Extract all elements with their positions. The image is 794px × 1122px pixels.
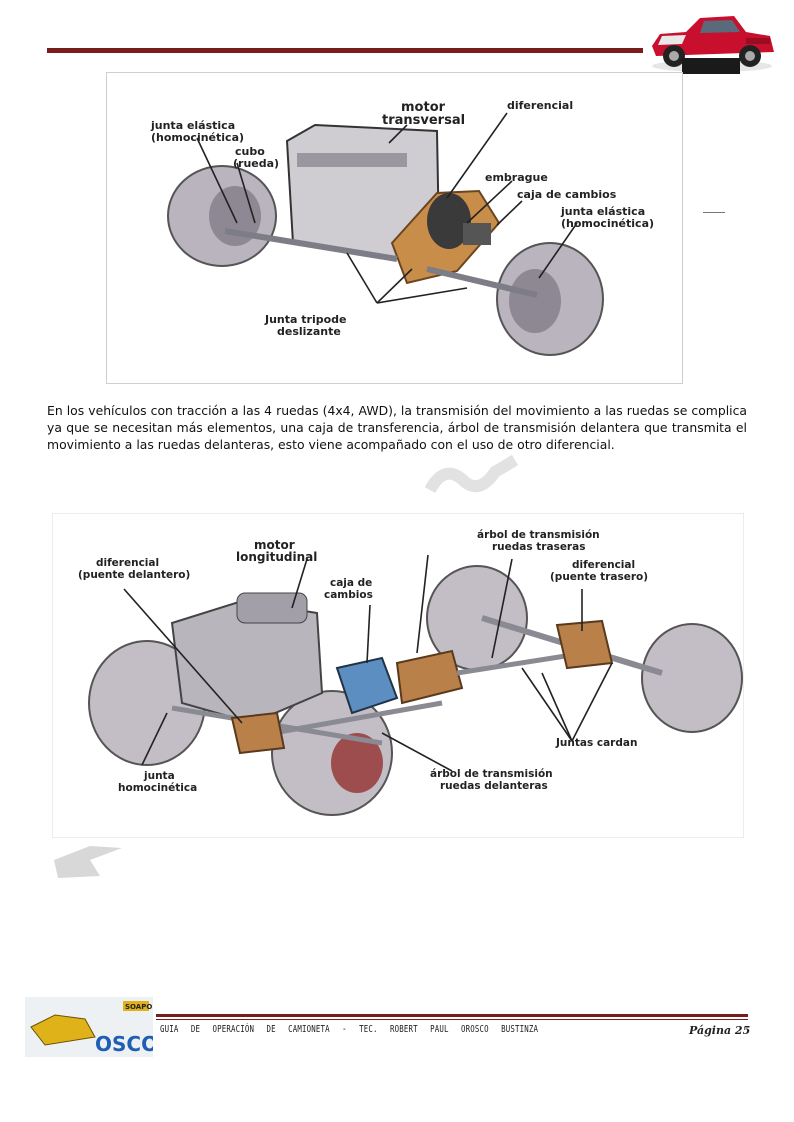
figure-transversal-drivetrain: junta elástica (homocinética) cubo (rued… [106, 72, 683, 384]
rear-right-wheel [641, 623, 743, 733]
watermark-fragment-top [425, 454, 519, 494]
label-dif-delantero-1: diferencial [96, 557, 159, 569]
label-caja-cambios-2: cambios [324, 589, 373, 601]
label-tripode-1: Junta tripode [264, 313, 347, 326]
footer-guide-title: GUIA DE OPERACIÓN DE CAMIONETA - TEC. RO… [160, 1024, 539, 1035]
body-paragraph: En los vehículos con tracción a las 4 ru… [47, 403, 747, 452]
label-embrague: embrague [485, 171, 548, 184]
label-arbol-traseras-1: árbol de transmisión [477, 529, 600, 541]
label-motor-longitudinal-1: motor [254, 538, 295, 552]
truck-image [652, 16, 774, 74]
label-motor-longitudinal-2: longitudinal [236, 550, 317, 564]
label-caja-cambios: caja de cambios [517, 188, 617, 201]
figure-4x4-drivetrain: motor longitudinal diferencial (puente d… [52, 513, 744, 838]
label-junta-elastica-left-1: junta elástica [150, 119, 235, 132]
page-number: Página 25 [689, 1024, 751, 1037]
label-caja-cambios-1: caja de [330, 577, 372, 589]
label-junta-elastica-left-2: (homocinética) [151, 131, 244, 144]
logo-text: OSCO [95, 1032, 153, 1056]
header-rule [47, 48, 643, 53]
label-arbol-traseras-2: ruedas traseras [492, 541, 585, 553]
label-dif-trasero-1: diferencial [572, 559, 635, 571]
label-cubo-1: cubo [235, 145, 265, 158]
label-arbol-delanteras-1: árbol de transmisión [430, 768, 553, 780]
logo-badge: SOAPO [125, 1003, 152, 1011]
label-motor-2: transversal [382, 113, 465, 128]
label-junta-homocinetica-2: homocinética [118, 782, 197, 794]
label-junta-elastica-right-2: (homocinética) [561, 217, 654, 230]
label-cubo-2: (rueda) [233, 157, 279, 170]
stray-dash [703, 212, 725, 213]
label-dif-trasero-2: (puente trasero) [550, 571, 648, 583]
label-tripode-2: deslizante [277, 325, 341, 338]
label-juntas-cardan: Juntas cardan [555, 737, 637, 749]
label-motor-1: motor [401, 100, 446, 115]
label-junta-homocinetica-1: junta [143, 770, 175, 782]
label-diferencial: diferencial [507, 99, 573, 112]
footer-rule-thick [156, 1014, 748, 1017]
label-dif-delantero-2: (puente delantero) [78, 569, 190, 581]
footer-logo: SOAPO OSCO [25, 997, 153, 1057]
watermark-fragment-bottom [54, 846, 122, 878]
label-junta-elastica-right-1: junta elástica [560, 205, 645, 218]
footer-rule-thin [156, 1019, 748, 1020]
label-arbol-delanteras-2: ruedas delanteras [440, 780, 548, 792]
